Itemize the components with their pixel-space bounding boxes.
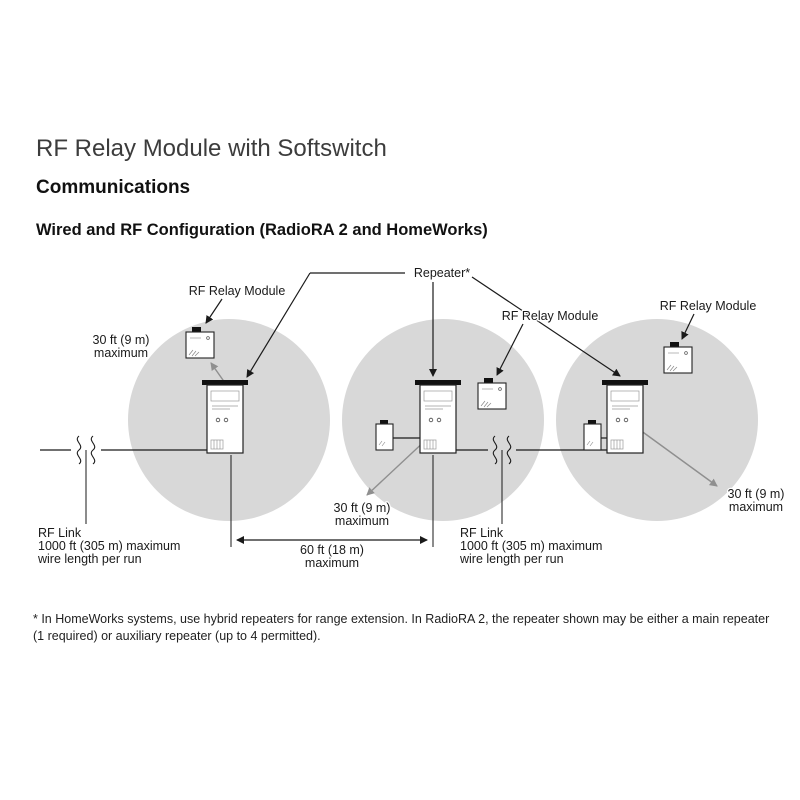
wire-break-symbol <box>492 435 498 465</box>
wiring-diagram: Repeater* RF Relay Module RF Relay Modul… <box>36 265 786 572</box>
repeater-callout-arrow-1 <box>246 272 311 378</box>
rf-link-label-2-line3: wire length per run <box>459 552 564 566</box>
wire-break-symbol <box>506 435 512 465</box>
rf-relay-module-device-2 <box>477 377 507 410</box>
rf-range-circle-3 <box>556 319 758 521</box>
distance-label-line1: 60 ft (18 m) <box>300 543 364 557</box>
rf-distance-arrow-3 <box>639 429 718 487</box>
wire-runs <box>40 435 607 524</box>
wire-break-symbol <box>76 435 82 465</box>
rf-relay-module-device-3 <box>663 341 693 374</box>
range-label-2-line1: 30 ft (9 m) <box>334 501 391 515</box>
module-callout-arrow-2 <box>496 323 524 376</box>
range-label-3-line1: 30 ft (9 m) <box>728 487 785 501</box>
subsection-heading: Wired and RF Configuration (RadioRA 2 an… <box>36 221 488 239</box>
range-label-1-line1: 30 ft (9 m) <box>93 333 150 347</box>
rf-relay-module-device-1 <box>185 326 215 359</box>
rf-distance-arrow-2 <box>366 437 429 496</box>
module-label-2: RF Relay Module <box>502 309 599 323</box>
wired-module-device-2 <box>375 419 394 451</box>
repeater-device-1 <box>201 379 249 454</box>
distance-measurement <box>230 455 434 547</box>
module-callout-arrow-1 <box>205 298 223 324</box>
footnote: * In HomeWorks systems, use hybrid repea… <box>33 611 778 644</box>
rf-link-label-1-line3: wire length per run <box>37 552 142 566</box>
module-callout-arrow-3 <box>681 313 695 340</box>
range-label-1-line2: maximum <box>94 346 148 360</box>
range-label-3-line2: maximum <box>729 500 783 514</box>
rf-link-label-1-line2: 1000 ft (305 m) maximum <box>38 539 180 553</box>
range-label-2-line2: maximum <box>335 514 389 528</box>
callout-lines <box>205 272 695 378</box>
distance-label-line2: maximum <box>305 556 359 570</box>
diagram-labels: Repeater* RF Relay Module RF Relay Modul… <box>36 265 786 572</box>
rf-link-label-1-line1: RF Link <box>38 526 82 540</box>
repeater-device-3 <box>601 379 649 454</box>
module-label-3: RF Relay Module <box>660 299 757 313</box>
page-title: RF Relay Module with Softswitch <box>36 135 387 162</box>
wire-break-symbol <box>90 435 96 465</box>
repeater-label: Repeater* <box>414 266 470 280</box>
wired-module-device-3 <box>583 419 602 451</box>
module-label-1: RF Relay Module <box>189 284 286 298</box>
rf-link-label-2-line2: 1000 ft (305 m) maximum <box>460 539 602 553</box>
section-heading: Communications <box>36 177 191 198</box>
repeater-callout-arrow-3 <box>471 276 621 377</box>
footnote-line-1: * In HomeWorks systems, use hybrid repea… <box>33 612 770 626</box>
repeater-device-2 <box>414 379 462 454</box>
rf-link-label-2-line1: RF Link <box>460 526 504 540</box>
footnote-line-2: (1 required) or auxiliary repeater (up t… <box>33 628 321 643</box>
